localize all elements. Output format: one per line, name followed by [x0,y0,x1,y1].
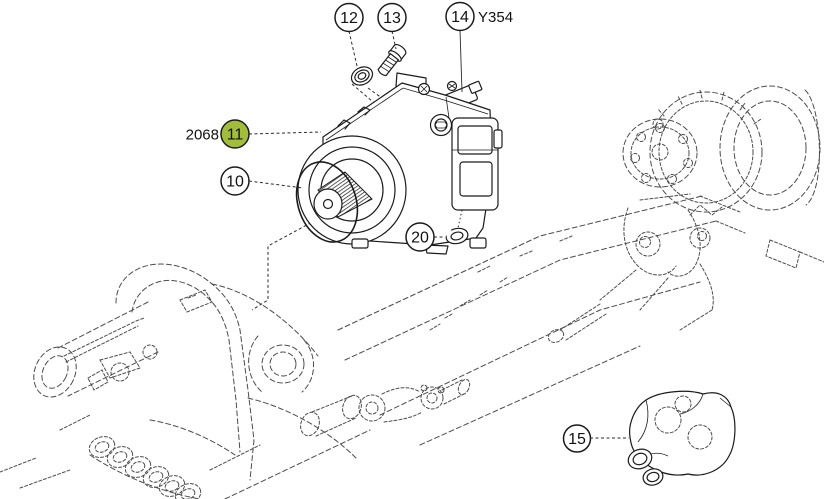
bolt [377,43,407,77]
callout-number-10: 10 [226,174,244,191]
leader-lines [248,29,629,439]
mounting-reference-line [251,219,317,311]
callout-number-15: 15 [568,431,586,448]
driveshaft-ujoint-phantom [300,378,471,437]
callout-12[interactable]: 12 [334,2,364,33]
callout-circle-11[interactable] [220,119,250,149]
callout-circle-15[interactable] [562,424,592,453]
hydraulic-pump-drawing [297,72,503,255]
leader-12 [348,30,358,67]
transmission-housing-phantom [0,263,371,499]
callout-14[interactable]: 14 [445,1,475,32]
callout-number-12: 12 [340,10,358,27]
callout-circle-13[interactable] [377,2,407,33]
callout-15[interactable]: 15 [562,424,592,453]
callout-20[interactable]: 20 [405,222,435,252]
seal-ring-1 [627,448,653,470]
callout-circle-10[interactable] [220,166,250,196]
callout-number-20: 20 [411,230,429,247]
callout-number-13: 13 [383,10,401,27]
splined-shaft [313,171,373,220]
leader-14 [459,29,463,93]
part-code-label: 2068 [186,127,219,144]
callout-circle-14[interactable] [445,1,475,32]
frame-rails-phantom [337,195,746,446]
leader-11 [248,131,322,135]
electrical-designator-label: Y354 [478,9,513,26]
control-valve-block [429,113,503,211]
callout-circle-12[interactable] [334,2,364,33]
o-ring-large [295,161,359,243]
seal-ring-2 [642,468,664,486]
callout-13[interactable]: 13 [377,2,407,33]
callout-circle-20[interactable] [405,222,435,252]
seal-kit-bag [627,390,736,486]
callout-number-11: 11 [227,127,244,144]
snap-ring [443,227,469,245]
axle-assembly-phantom [547,85,824,343]
leader-10 [248,180,304,189]
washer [350,66,374,86]
callout-10[interactable]: 10 [220,166,250,196]
housing-caps-row [88,436,202,499]
callout-11-highlighted[interactable]: 11 [220,119,250,149]
callout-number-14: 14 [451,9,469,26]
